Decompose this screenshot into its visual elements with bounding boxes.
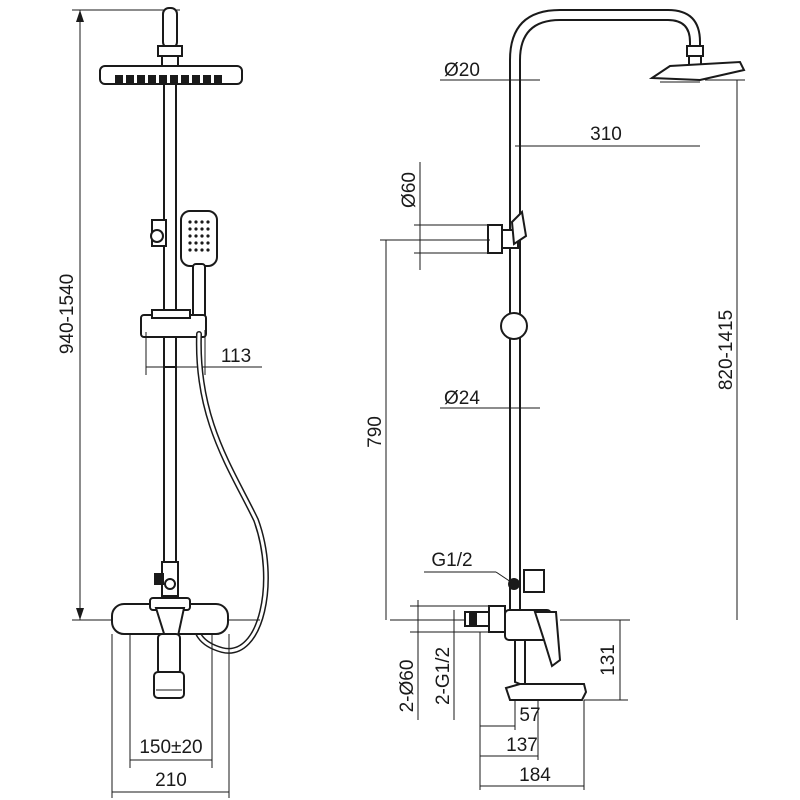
- depth-137-label: 137: [506, 735, 538, 756]
- diverter-knob: [154, 573, 164, 585]
- top-arm-stub: [162, 7, 178, 49]
- slide-knob: [500, 312, 528, 340]
- rail-height-label: 790: [365, 416, 386, 448]
- side-diverter-body: [523, 569, 545, 593]
- diverter-core: [164, 578, 176, 590]
- bath-spout: [157, 633, 181, 675]
- hand-shower-head: [180, 210, 218, 267]
- inlet-thread-label: 2-G1/2: [433, 647, 454, 705]
- side-head-connector: [686, 45, 704, 57]
- escutcheon-diameter-label: 2-Ø60: [397, 660, 418, 713]
- arm-reach-label: 310: [590, 124, 622, 145]
- diverter-thread-label: G1/2: [431, 550, 472, 571]
- side-diverter-knob: [508, 578, 520, 590]
- pipe-diameter-top-label: Ø20: [444, 60, 480, 81]
- side-spout-neck: [514, 639, 526, 688]
- rail-diameter-label: Ø24: [444, 388, 480, 409]
- depth-57-label: 57: [519, 705, 540, 726]
- side-bath-spout: [504, 683, 588, 701]
- slide-bracket-clip: [151, 309, 191, 319]
- front-view: 940-1540: [57, 7, 269, 798]
- overall-height-label: 940-1540: [57, 274, 78, 354]
- bracket-lower-sleeve: [163, 336, 177, 368]
- side-rain-shower-head: [648, 60, 746, 82]
- outlet-spacing-label: 150±20: [139, 737, 202, 758]
- side-mixer-lever: [533, 611, 562, 668]
- holder-knob: [150, 229, 164, 243]
- hand-shower-nozzles: [188, 220, 210, 252]
- wall-bracket: [487, 224, 503, 254]
- side-view: Ø20 310 820-1415 Ø60 790 Ø24 G1/2: [365, 9, 746, 790]
- arrowhead: [76, 608, 84, 620]
- shower-head-swivel: [161, 55, 179, 67]
- adjustable-height-label: 820-1415: [716, 310, 737, 390]
- side-escutcheon: [488, 605, 506, 633]
- shower-head-nozzles: [115, 75, 222, 85]
- bracket-diameter-label: Ø60: [399, 172, 420, 208]
- spout-height-label: 131: [598, 644, 619, 676]
- arrowhead: [76, 10, 84, 22]
- total-depth-label: 184: [519, 765, 551, 786]
- bracket-lever: [510, 209, 528, 246]
- mixer-width-label: 210: [155, 770, 187, 791]
- spout-outlet: [153, 671, 185, 699]
- shower-head-connector: [157, 45, 183, 57]
- hand-shower-offset-label: 113: [221, 346, 251, 367]
- shower-arm-pipe: [509, 9, 701, 619]
